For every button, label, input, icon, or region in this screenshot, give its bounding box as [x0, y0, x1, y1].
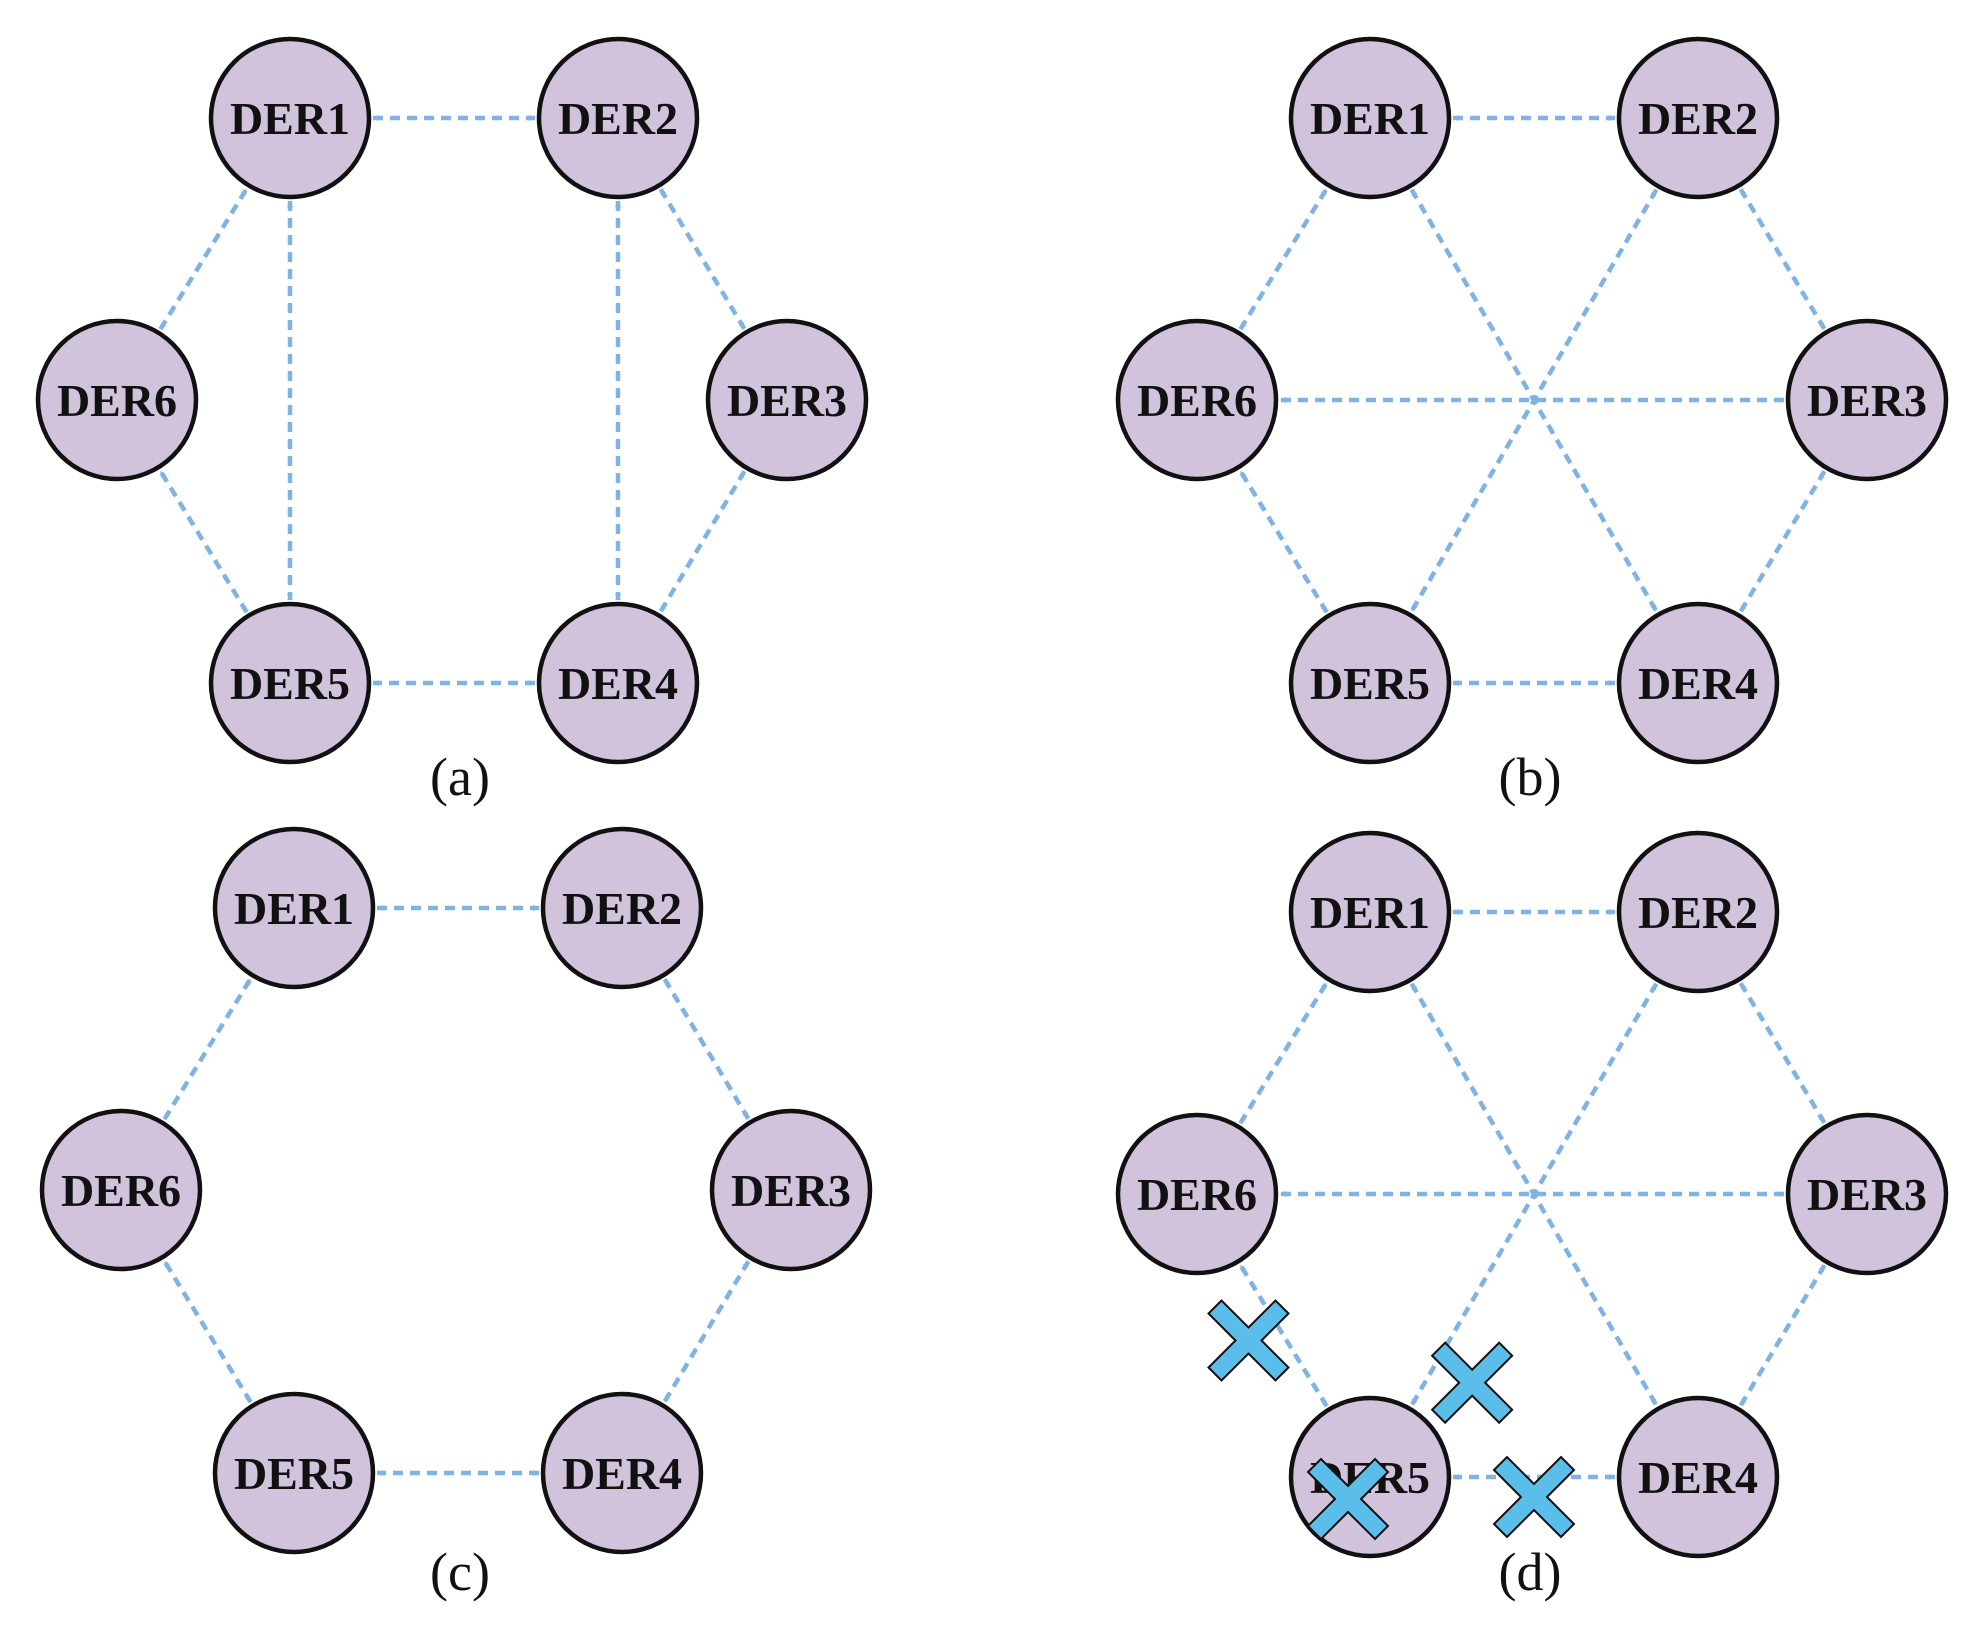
- node-label: DER2: [1638, 887, 1758, 938]
- node-der6: DER6: [1115, 1112, 1279, 1276]
- panel-caption: (d): [1499, 1542, 1562, 1602]
- node-der6: DER6: [39, 1108, 203, 1272]
- node-circle: [212, 826, 376, 990]
- node-der1: DER1: [1288, 36, 1452, 200]
- node-circle: [212, 1391, 376, 1555]
- node-label: DER3: [1807, 375, 1927, 426]
- node-circle: [1115, 1112, 1279, 1276]
- node-circle: [1288, 601, 1452, 765]
- link-der5-der6: [158, 469, 249, 614]
- node-der1: DER1: [1288, 830, 1452, 994]
- node-der3: DER3: [709, 1108, 873, 1272]
- node-label: DER4: [562, 1448, 682, 1499]
- node-circle: [1616, 1395, 1780, 1559]
- node-der3: DER3: [705, 318, 869, 482]
- link-der3-der4: [658, 470, 747, 613]
- node-label: DER5: [230, 658, 350, 709]
- node-der2: DER2: [1616, 36, 1780, 200]
- node-der5: DER5: [212, 1391, 376, 1555]
- node-circle: [1616, 36, 1780, 200]
- failed-link-x-icon: [1492, 1455, 1576, 1539]
- node-label: DER2: [562, 883, 682, 934]
- node-der3: DER3: [1785, 318, 1949, 482]
- node-circle: [709, 1108, 873, 1272]
- node-circle: [39, 1108, 203, 1272]
- node-label: DER1: [230, 93, 350, 144]
- link-der6-der1: [162, 977, 253, 1121]
- node-label: DER4: [1638, 1452, 1758, 1503]
- node-der2: DER2: [1616, 830, 1780, 994]
- link-der3-der4: [1738, 470, 1827, 613]
- panel-caption: (b): [1499, 747, 1562, 807]
- node-label: DER2: [558, 93, 678, 144]
- node-circle: [540, 1391, 704, 1555]
- node-der2: DER2: [536, 36, 700, 200]
- link-der5-der6: [1238, 1263, 1329, 1408]
- node-circle: [1616, 601, 1780, 765]
- node-label: DER3: [1807, 1169, 1927, 1220]
- node-label: DER4: [558, 658, 678, 709]
- link-der2-der3: [662, 978, 751, 1120]
- link-der2-der3: [1738, 982, 1827, 1124]
- node-circle: [536, 601, 700, 765]
- failed-link-x-icon: [1207, 1299, 1290, 1382]
- node-label: DER4: [1638, 658, 1758, 709]
- node-label: DER6: [61, 1165, 181, 1216]
- node-circle: [1288, 36, 1452, 200]
- link-der3-der4: [662, 1260, 751, 1403]
- node-der4: DER4: [536, 601, 700, 765]
- link-der5-der6: [1238, 469, 1329, 614]
- node-der5: DER5: [1288, 601, 1452, 765]
- node-circle: [35, 318, 199, 482]
- node-der4: DER4: [1616, 601, 1780, 765]
- node-circle: [208, 601, 372, 765]
- link-der6-der1: [158, 187, 249, 331]
- node-der6: DER6: [1115, 318, 1279, 482]
- panel-caption: (a): [430, 747, 490, 807]
- node-circle: [1785, 318, 1949, 482]
- link-der3-der4: [1738, 1264, 1827, 1407]
- node-der1: DER1: [208, 36, 372, 200]
- node-circle: [1288, 830, 1452, 994]
- failed-link-x-icon: [1430, 1341, 1514, 1425]
- node-label: DER1: [1310, 887, 1430, 938]
- node-der3: DER3: [1785, 1112, 1949, 1276]
- node-label: DER3: [727, 375, 847, 426]
- node-label: DER1: [234, 883, 354, 934]
- node-circle: [1616, 830, 1780, 994]
- node-circle: [208, 36, 372, 200]
- node-circle: [540, 826, 704, 990]
- node-circle: [1115, 318, 1279, 482]
- node-der5: DER5: [208, 601, 372, 765]
- link-der6-der1: [1238, 187, 1329, 331]
- node-circle: [1785, 1112, 1949, 1276]
- node-label: DER1: [1310, 93, 1430, 144]
- node-label: DER3: [731, 1165, 851, 1216]
- node-label: DER6: [57, 375, 177, 426]
- node-label: DER5: [1310, 658, 1430, 709]
- link-der6-der1: [1238, 981, 1329, 1125]
- link-der2-der3: [658, 188, 747, 330]
- node-label: DER5: [234, 1448, 354, 1499]
- node-circle: [705, 318, 869, 482]
- node-der4: DER4: [1616, 1395, 1780, 1559]
- node-der4: DER4: [540, 1391, 704, 1555]
- node-circle: [536, 36, 700, 200]
- link-der2-der3: [1738, 188, 1827, 330]
- node-der6: DER6: [35, 318, 199, 482]
- panel-caption: (c): [430, 1542, 490, 1602]
- node-der1: DER1: [212, 826, 376, 990]
- failed-node-x-icon: [1306, 1457, 1390, 1541]
- node-der2: DER2: [540, 826, 704, 990]
- node-label: DER6: [1137, 375, 1257, 426]
- node-label: DER6: [1137, 1169, 1257, 1220]
- node-label: DER2: [1638, 93, 1758, 144]
- link-der5-der6: [162, 1259, 253, 1404]
